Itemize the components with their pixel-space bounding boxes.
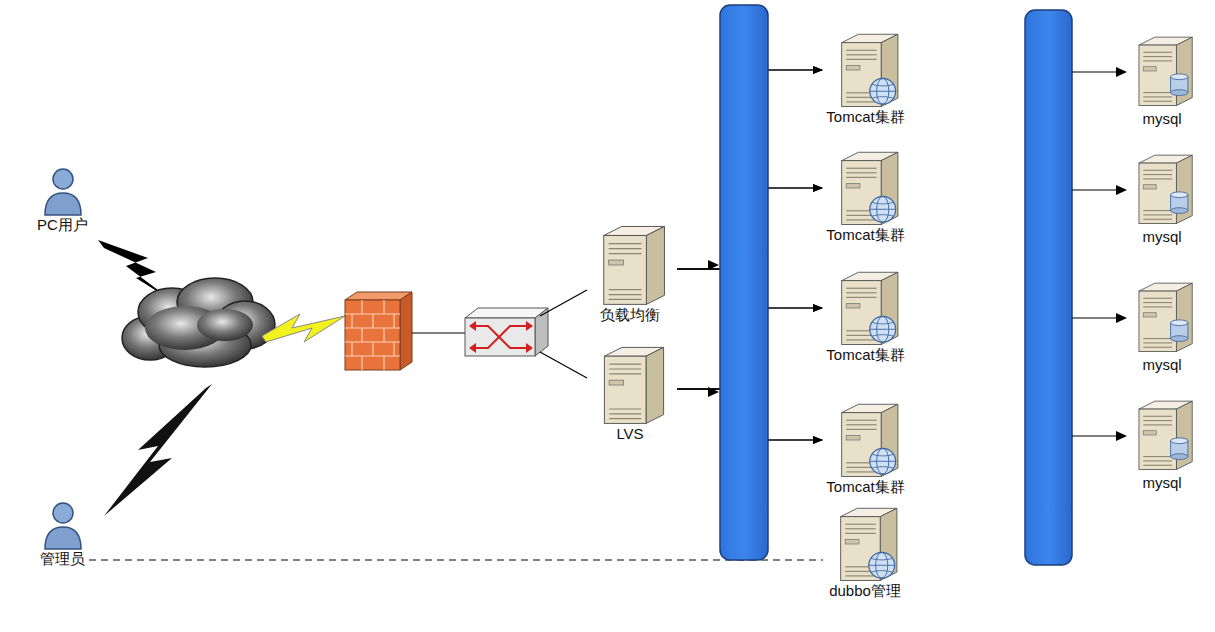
db-links: [1072, 67, 1127, 441]
tomcat-icon: [826, 32, 906, 108]
node-label: Tomcat集群: [822, 346, 909, 364]
server-node: 负载均衡: [583, 224, 677, 324]
server-node: mysql: [1124, 32, 1200, 128]
server-node: mysql: [1124, 150, 1200, 246]
mysql-icon: [1126, 396, 1198, 474]
node-label: Tomcat集群: [822, 108, 909, 126]
mysql-icon: [1126, 150, 1198, 228]
node-label: PC用户: [33, 216, 92, 234]
firewall: [345, 292, 412, 370]
node-label: LVS: [583, 425, 677, 443]
tomcat-icon: [826, 270, 906, 346]
node-label: mysql: [1124, 110, 1200, 128]
lightning-bolt: [262, 314, 345, 342]
user-node: 管理员: [36, 500, 89, 568]
tomcat-icon: [826, 402, 906, 478]
user-node: PC用户: [33, 166, 92, 234]
server-icon: [585, 224, 675, 306]
node-label: mysql: [1124, 228, 1200, 246]
data-bus: [1025, 10, 1072, 565]
person-icon: [43, 166, 83, 216]
server-node: mysql: [1124, 396, 1200, 492]
server-icon: [585, 345, 675, 425]
server-node: Tomcat集群: [822, 270, 909, 364]
network-switch: [465, 308, 548, 356]
server-node: Tomcat集群: [822, 402, 909, 496]
node-label: mysql: [1124, 356, 1200, 374]
person-icon: [43, 500, 83, 550]
connector: [89, 559, 823, 560]
tomcat-icon: [826, 150, 906, 226]
service-bus: [720, 5, 768, 560]
internet-cloud: [122, 278, 275, 367]
node-label: 管理员: [36, 550, 89, 568]
node-label: Tomcat集群: [822, 226, 909, 244]
tomcat-icon: [825, 506, 905, 582]
node-label: Tomcat集群: [822, 478, 909, 496]
server-node: Tomcat集群: [822, 32, 909, 126]
server-node: Tomcat集群: [822, 150, 909, 244]
node-label: 负载均衡: [583, 306, 677, 324]
server-node: LVS: [583, 345, 677, 443]
mysql-icon: [1126, 278, 1198, 356]
node-label: dubbo管理: [823, 582, 907, 600]
lightning-bolt: [104, 384, 212, 516]
node-label: mysql: [1124, 474, 1200, 492]
server-node: dubbo管理: [823, 506, 907, 600]
mysql-icon: [1126, 32, 1198, 110]
server-node: mysql: [1124, 278, 1200, 374]
